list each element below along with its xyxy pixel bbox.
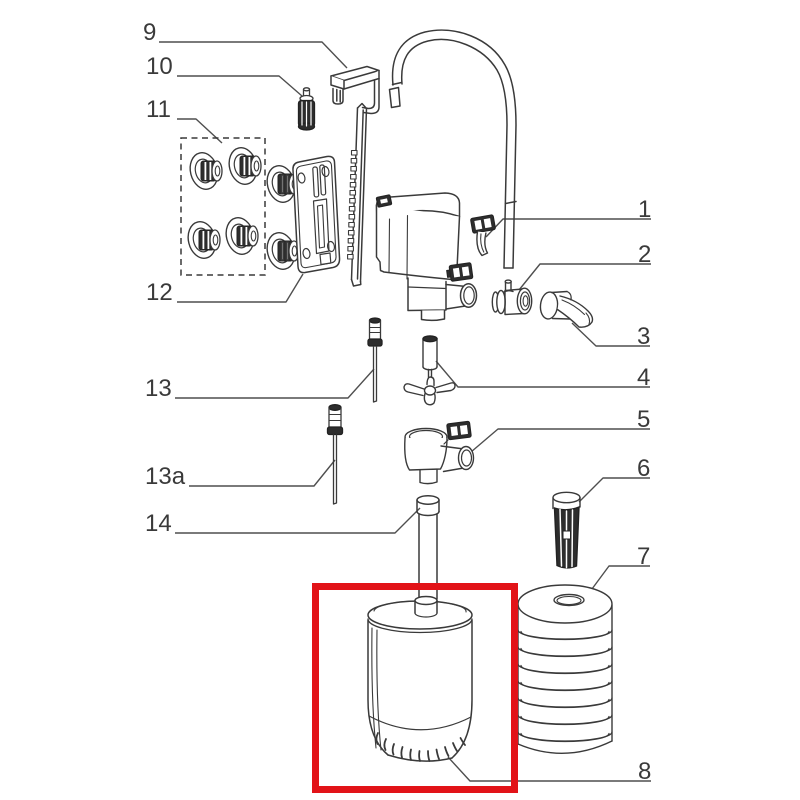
part-label-13: 13	[145, 375, 172, 402]
part-label-3: 3	[637, 323, 651, 350]
part-11-suction-cups	[180, 137, 266, 276]
part-label-12: 12	[146, 279, 173, 306]
pump-head-body	[375, 192, 478, 322]
part-14-riser-tube	[416, 495, 440, 600]
part-13-shaft	[367, 317, 383, 403]
part-1-clip	[470, 214, 496, 257]
leader-lines	[159, 41, 651, 782]
part-label-1: 1	[638, 196, 652, 223]
outflow-hose	[388, 29, 517, 269]
part-9-hanger-bracket	[330, 65, 380, 287]
highlight-box-part-8	[312, 583, 518, 793]
part-6-intake-strainer	[552, 491, 581, 569]
part-label-4: 4	[637, 364, 651, 391]
part-3-deflector	[539, 290, 594, 328]
part-12-mounting-plate	[262, 155, 341, 274]
part-label-13a: 13a	[145, 463, 186, 490]
part-label-7: 7	[637, 543, 651, 570]
part-label-10: 10	[146, 53, 173, 80]
part-4-impeller	[403, 335, 456, 406]
part-label-6: 6	[637, 455, 651, 482]
part-label-11: 11	[146, 96, 171, 123]
part-label-8: 8	[638, 758, 652, 785]
part-label-9: 9	[143, 19, 157, 46]
part-13a-shaft	[326, 404, 344, 505]
part-7-filter-sponge	[517, 584, 613, 754]
part-5-venturi-outlet	[404, 420, 475, 485]
part-10-knob	[297, 87, 316, 131]
part-8-motor-container	[367, 595, 473, 762]
part-label-14: 14	[145, 510, 172, 537]
part-label-2: 2	[638, 241, 652, 268]
part-label-5: 5	[637, 406, 651, 433]
part-2-outlet-connector	[491, 279, 533, 316]
